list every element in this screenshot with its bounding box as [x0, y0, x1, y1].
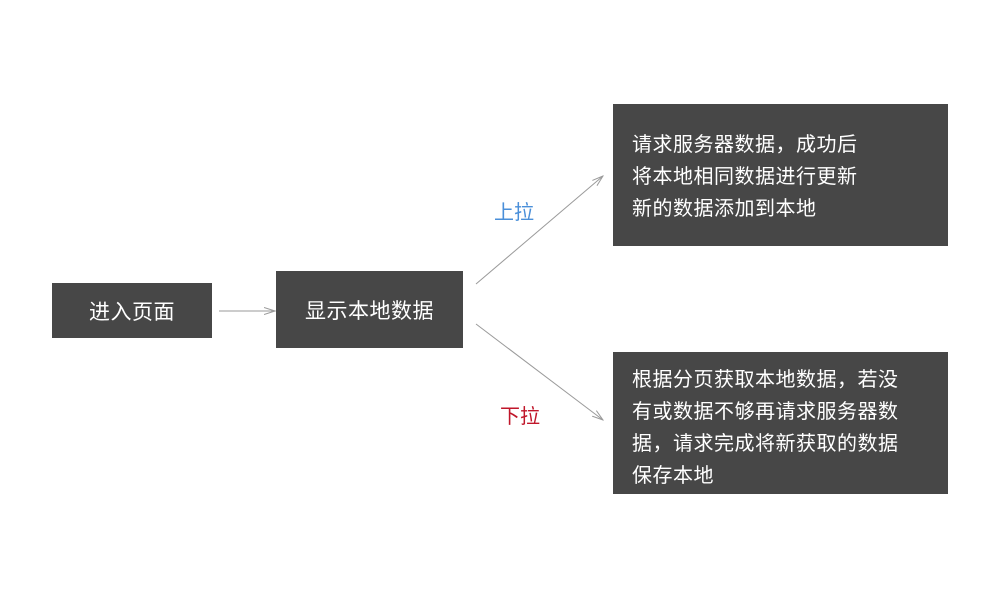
- node-pull-up-action: 请求服务器数据，成功后 将本地相同数据进行更新 新的数据添加到本地: [613, 104, 948, 246]
- node-pull-down-line: 据，请求完成将新获取的数据: [632, 431, 899, 455]
- node-pull-up-line: 将本地相同数据进行更新: [632, 164, 858, 188]
- arrow-pull-down: [475, 323, 603, 420]
- node-pull-down-line: 保存本地: [632, 463, 714, 487]
- node-enter-page-label: 进入页面: [89, 299, 175, 324]
- node-pull-up-line: 请求服务器数据，成功后: [632, 132, 858, 156]
- edge-label-pull-down: 下拉: [500, 404, 540, 428]
- node-pull-down-line: 根据分页获取本地数据，若没: [632, 367, 899, 391]
- node-show-local-data: 显示本地数据: [276, 271, 463, 348]
- edge-label-pull-up: 上拉: [494, 200, 534, 224]
- node-enter-page: 进入页面: [52, 283, 212, 338]
- node-pull-up-line: 新的数据添加到本地: [632, 196, 817, 220]
- node-show-local-data-label: 显示本地数据: [305, 298, 434, 323]
- arrow-pull-up: [475, 176, 603, 285]
- node-pull-down-line: 有或数据不够再请求服务器数: [632, 399, 899, 423]
- node-pull-down-action: 根据分页获取本地数据，若没 有或数据不够再请求服务器数 据，请求完成将新获取的数…: [613, 352, 948, 494]
